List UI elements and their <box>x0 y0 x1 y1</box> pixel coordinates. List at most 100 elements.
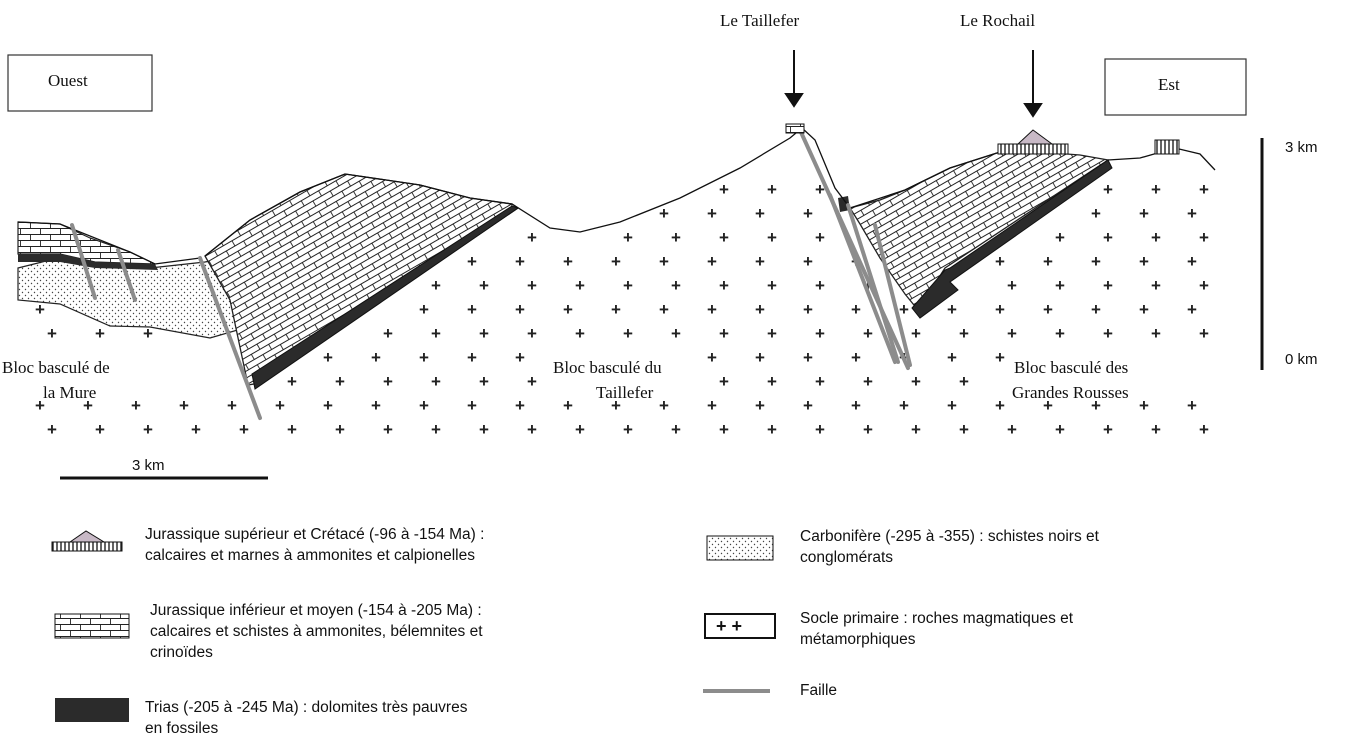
socle-plus-sign: + <box>467 300 477 319</box>
socle-plus-sign: + <box>1199 420 1209 439</box>
socle-plus-sign: + <box>95 420 105 439</box>
socle-plus-sign: + <box>335 372 345 391</box>
socle-plus-sign: + <box>659 300 669 319</box>
socle-plus-sign: + <box>671 420 681 439</box>
socle-plus-sign: + <box>527 228 537 247</box>
socle-plus-sign: + <box>863 372 873 391</box>
socle-plus-sign: + <box>911 324 921 343</box>
block-mure-label-1: Bloc basculé de <box>2 358 110 377</box>
socle-plus-sign: + <box>515 252 525 271</box>
socle-plus-sign: + <box>1139 252 1149 271</box>
socle-plus-sign: + <box>227 396 237 415</box>
socle-plus-sign: + <box>719 420 729 439</box>
socle-plus-sign: + <box>479 420 489 439</box>
socle-plus-sign: + <box>1007 276 1017 295</box>
block-rousses-label-2: Grandes Rousses <box>1012 383 1129 402</box>
socle-plus-sign: + <box>479 372 489 391</box>
socle-plus-sign: + <box>239 420 249 439</box>
legend-swatch-socle: + + <box>704 613 776 639</box>
socle-plus-sign: + <box>1187 204 1197 223</box>
legend-jurassique-inf: Jurassique inférieur et moyen (-154 à -2… <box>150 600 630 663</box>
socle-plus-sign: + <box>1151 276 1161 295</box>
legend-carbonifere-line2: conglomérats <box>800 549 894 566</box>
scale-horizontal-label: 3 km <box>132 457 165 474</box>
svg-text:+ +: + + <box>716 616 742 636</box>
socle-plus-sign: + <box>479 276 489 295</box>
legend-faille-line1: Faille <box>800 682 838 699</box>
socle-plus-sign: + <box>419 396 429 415</box>
socle-plus-sign: + <box>611 300 621 319</box>
socle-plus-sign: + <box>815 420 825 439</box>
socle-plus-sign: + <box>1151 180 1161 199</box>
socle-plus-sign: + <box>419 348 429 367</box>
block-rousses-label-1: Bloc basculé des <box>1014 358 1128 377</box>
socle-plus-sign: + <box>335 420 345 439</box>
legend-socle-line2: métamorphiques <box>800 631 916 648</box>
socle-plus-sign: + <box>191 420 201 439</box>
socle-plus-sign: + <box>623 228 633 247</box>
socle-plus-sign: + <box>671 324 681 343</box>
socle-plus-field: ++++++++++++++++++++++++++++++++++++++++… <box>35 180 1209 439</box>
socle-plus-sign: + <box>995 396 1005 415</box>
legend-faille: Faille <box>800 680 1000 701</box>
socle-plus-sign: + <box>95 324 105 343</box>
socle-plus-sign: + <box>1007 420 1017 439</box>
socle-plus-sign: + <box>1187 252 1197 271</box>
rochail-arrow <box>1023 50 1043 118</box>
socle-plus-sign: + <box>659 252 669 271</box>
socle-plus-sign: + <box>623 420 633 439</box>
socle-plus-sign: + <box>815 228 825 247</box>
socle-plus-sign: + <box>719 324 729 343</box>
socle-plus-sign: + <box>431 276 441 295</box>
socle-plus-sign: + <box>1103 180 1113 199</box>
socle-plus-sign: + <box>1055 276 1065 295</box>
socle-plus-sign: + <box>899 396 909 415</box>
socle-plus-sign: + <box>911 372 921 391</box>
socle-plus-sign: + <box>527 324 537 343</box>
socle-plus-sign: + <box>1103 276 1113 295</box>
block-mure-label-2: la Mure <box>43 383 96 402</box>
legend-jurassique-sup: Jurassique supérieur et Crétacé (-96 à -… <box>145 524 625 566</box>
socle-plus-sign: + <box>563 396 573 415</box>
legend-jurassique-inf-line3: crinoïdes <box>150 644 213 661</box>
socle-plus-sign: + <box>1007 324 1017 343</box>
trias-mure-band <box>251 205 520 390</box>
legend-jurassique-inf-line2: calcaires et schistes à ammonites, bélem… <box>150 623 483 640</box>
legend-carbonifere-line1: Carbonifère (-295 à -355) : schistes noi… <box>800 528 1099 545</box>
socle-plus-sign: + <box>707 396 717 415</box>
socle-plus-sign: + <box>1103 420 1113 439</box>
socle-plus-sign: + <box>563 300 573 319</box>
rochail-cap <box>997 129 1069 155</box>
legend-socle-line1: Socle primaire : roches magmatiques et <box>800 610 1074 627</box>
socle-plus-sign: + <box>851 348 861 367</box>
legend-trias-line1: Trias (-205 à -245 Ma) : dolomites très … <box>145 699 468 716</box>
socle-plus-sign: + <box>767 420 777 439</box>
socle-plus-sign: + <box>1091 204 1101 223</box>
taillefer-arrow <box>784 50 804 108</box>
socle-plus-sign: + <box>371 348 381 367</box>
socle-plus-sign: + <box>1091 252 1101 271</box>
socle-plus-sign: + <box>47 420 57 439</box>
socle-plus-sign: + <box>431 372 441 391</box>
socle-plus-sign: + <box>515 300 525 319</box>
socle-plus-sign: + <box>959 420 969 439</box>
legend-jurassique-sup-line2: calcaires et marnes à ammonites et calpi… <box>145 547 475 564</box>
horizontal-scale-bar: 3 km <box>60 457 268 480</box>
socle-plus-sign: + <box>755 252 765 271</box>
socle-plus-sign: + <box>1139 396 1149 415</box>
socle-plus-sign: + <box>287 420 297 439</box>
block-taillefer-label-1: Bloc basculé du <box>553 358 662 377</box>
socle-plus-sign: + <box>851 396 861 415</box>
socle-plus-sign: + <box>1139 300 1149 319</box>
socle-plus-sign: + <box>1187 396 1197 415</box>
socle-plus-sign: + <box>35 396 45 415</box>
legend-trias-line2: en fossiles <box>145 720 219 737</box>
west-box <box>7 54 153 112</box>
socle-plus-sign: + <box>755 396 765 415</box>
socle-plus-sign: + <box>1043 396 1053 415</box>
socle-plus-sign: + <box>611 252 621 271</box>
socle-plus-sign: + <box>575 420 585 439</box>
socle-plus-sign: + <box>767 324 777 343</box>
socle-plus-sign: + <box>1043 252 1053 271</box>
